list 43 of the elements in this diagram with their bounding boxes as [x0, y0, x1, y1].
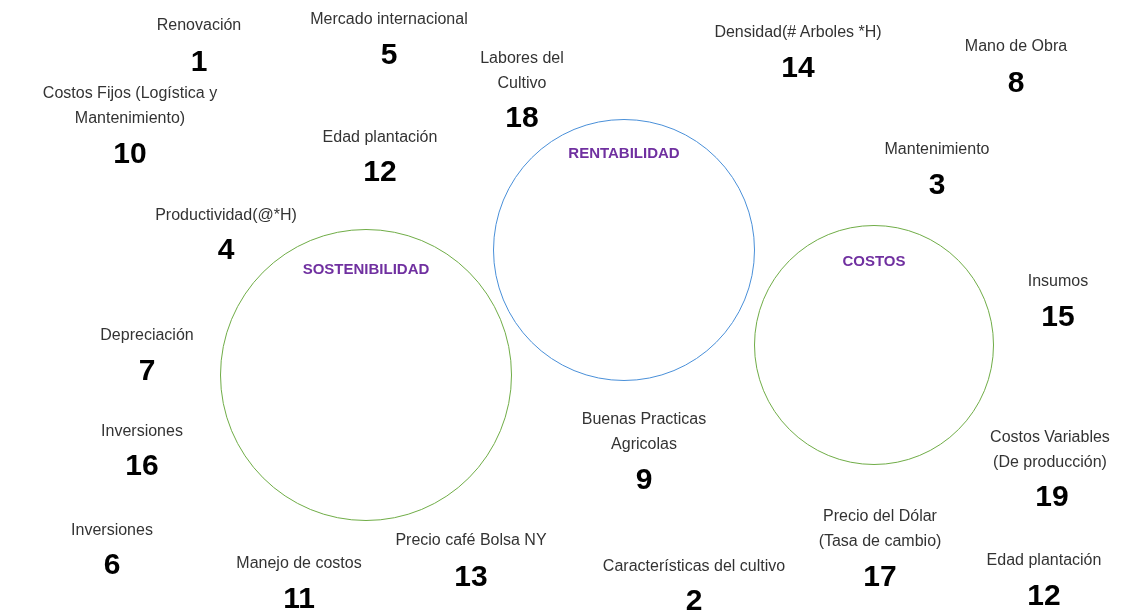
- factor-label: Costos Fijos (Logística y Mantenimiento): [41, 83, 219, 128]
- factor-number: 18: [505, 101, 539, 133]
- factor-number: 9: [635, 463, 653, 495]
- factor-number: 12: [363, 155, 397, 187]
- factor-label: Densidad(# Arboles *H): [714, 22, 882, 42]
- factor-label: Precio del Dólar (Tasa de cambio): [817, 506, 943, 551]
- factor-label: Costos Variables (De producción): [989, 427, 1111, 472]
- factor-label: Depreciación: [100, 325, 194, 345]
- factor-label: Productividad(@*H): [155, 205, 297, 225]
- factor-label: Inversiones: [71, 520, 153, 540]
- factor-number: 13: [454, 560, 488, 592]
- factor-label: Buenas Practicas Agricolas: [580, 409, 708, 454]
- factor-number: 10: [113, 137, 147, 169]
- factor-number: 6: [103, 548, 121, 580]
- factor-number: 2: [685, 584, 703, 616]
- factor-number: 16: [125, 449, 159, 481]
- category-title: RENTABILIDAD: [567, 144, 681, 161]
- factor-number: 14: [781, 51, 815, 83]
- category-title: SOSTENIBILIDAD: [301, 260, 431, 277]
- factor-label: Mantenimiento: [884, 139, 990, 159]
- factor-label: Labores del Cultivo: [479, 48, 565, 93]
- factor-label: Mercado internacional: [310, 9, 468, 29]
- factor-number: 7: [138, 354, 156, 386]
- category-title: COSTOS: [841, 252, 907, 269]
- factor-label: Renovación: [156, 15, 242, 35]
- factor-label: Inversiones: [101, 421, 183, 441]
- factor-label: Edad plantación: [986, 550, 1102, 570]
- factor-number: 11: [283, 582, 315, 614]
- factor-number: 19: [1035, 480, 1069, 512]
- factor-number: 3: [928, 168, 946, 200]
- factor-number: 8: [1007, 66, 1025, 98]
- factor-number: 12: [1027, 579, 1061, 611]
- factor-label: Manejo de costos: [236, 553, 362, 573]
- factor-label: Precio café Bolsa NY: [395, 530, 547, 550]
- factor-label: Insumos: [1027, 271, 1089, 291]
- factor-number: 4: [217, 233, 235, 265]
- factor-label: Mano de Obra: [964, 36, 1068, 56]
- factor-number: 17: [863, 560, 897, 592]
- factor-number: 5: [380, 38, 398, 70]
- factor-number: 1: [190, 45, 208, 77]
- factor-label: Características del cultivo: [602, 556, 786, 576]
- factor-label: Edad plantación: [322, 127, 438, 147]
- factor-number: 15: [1041, 300, 1075, 332]
